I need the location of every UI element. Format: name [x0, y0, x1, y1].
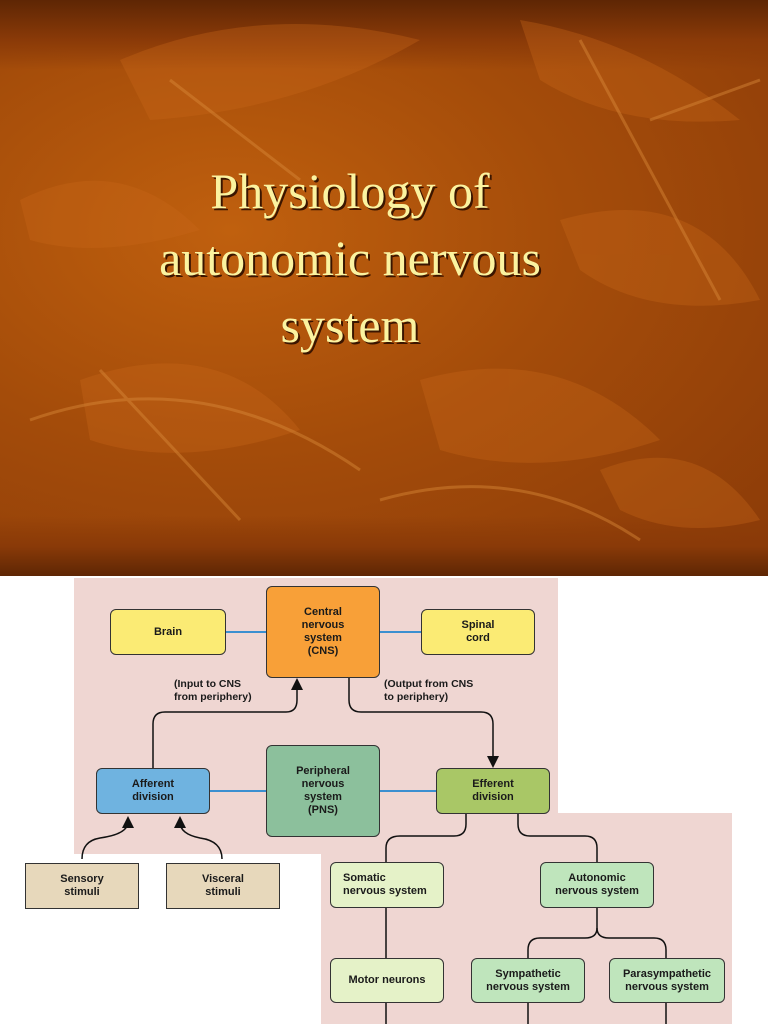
somatic-nervous-system-box: Somatic nervous system: [330, 862, 444, 908]
parasympathetic-nervous-system-box: Parasympathetic nervous system: [609, 958, 725, 1003]
input-note: (Input to CNS from periphery): [174, 678, 252, 703]
leaf-background: [20, 20, 761, 542]
nervous-system-diagram: Brain Central nervous system (CNS) Spina…: [0, 576, 768, 1024]
connector-lines: [81, 631, 667, 1024]
slide-title: Physiology of autonomic nervous system: [60, 158, 640, 359]
title-slide: Physiology of autonomic nervous system: [0, 0, 768, 576]
title-line-1: Physiology of: [210, 163, 490, 219]
link-autonomic-sympathetic: [527, 908, 598, 958]
link-efferent-somatic: [385, 814, 467, 862]
efferent-division-box: Efferent division: [436, 768, 550, 814]
pns-box: Peripheral nervous system (PNS): [266, 745, 380, 837]
output-note: (Output from CNS to periphery): [384, 678, 474, 703]
arrow-afferent-to-cns: [152, 678, 303, 768]
arrow-cns-to-efferent: [348, 678, 499, 768]
afferent-division-box: Afferent division: [96, 768, 210, 814]
sympathetic-nervous-system-box: Sympathetic nervous system: [471, 958, 585, 1003]
brain-box: Brain: [110, 609, 226, 655]
arrow-visceral-to-afferent: [174, 816, 223, 860]
sensory-stimuli-box: Sensory stimuli: [25, 863, 139, 909]
arrow-sensory-to-afferent: [81, 816, 134, 860]
autonomic-nervous-system-box: Autonomic nervous system: [540, 862, 654, 908]
visceral-stimuli-box: Visceral stimuli: [166, 863, 280, 909]
link-efferent-autonomic: [517, 814, 598, 862]
spinal-cord-box: Spinal cord: [421, 609, 535, 655]
cns-box: Central nervous system (CNS): [266, 586, 380, 678]
motor-neurons-box: Motor neurons: [330, 958, 444, 1003]
title-line-2: autonomic nervous: [159, 230, 541, 286]
title-line-3: system: [280, 297, 420, 353]
link-autonomic-parasympathetic: [596, 927, 667, 958]
